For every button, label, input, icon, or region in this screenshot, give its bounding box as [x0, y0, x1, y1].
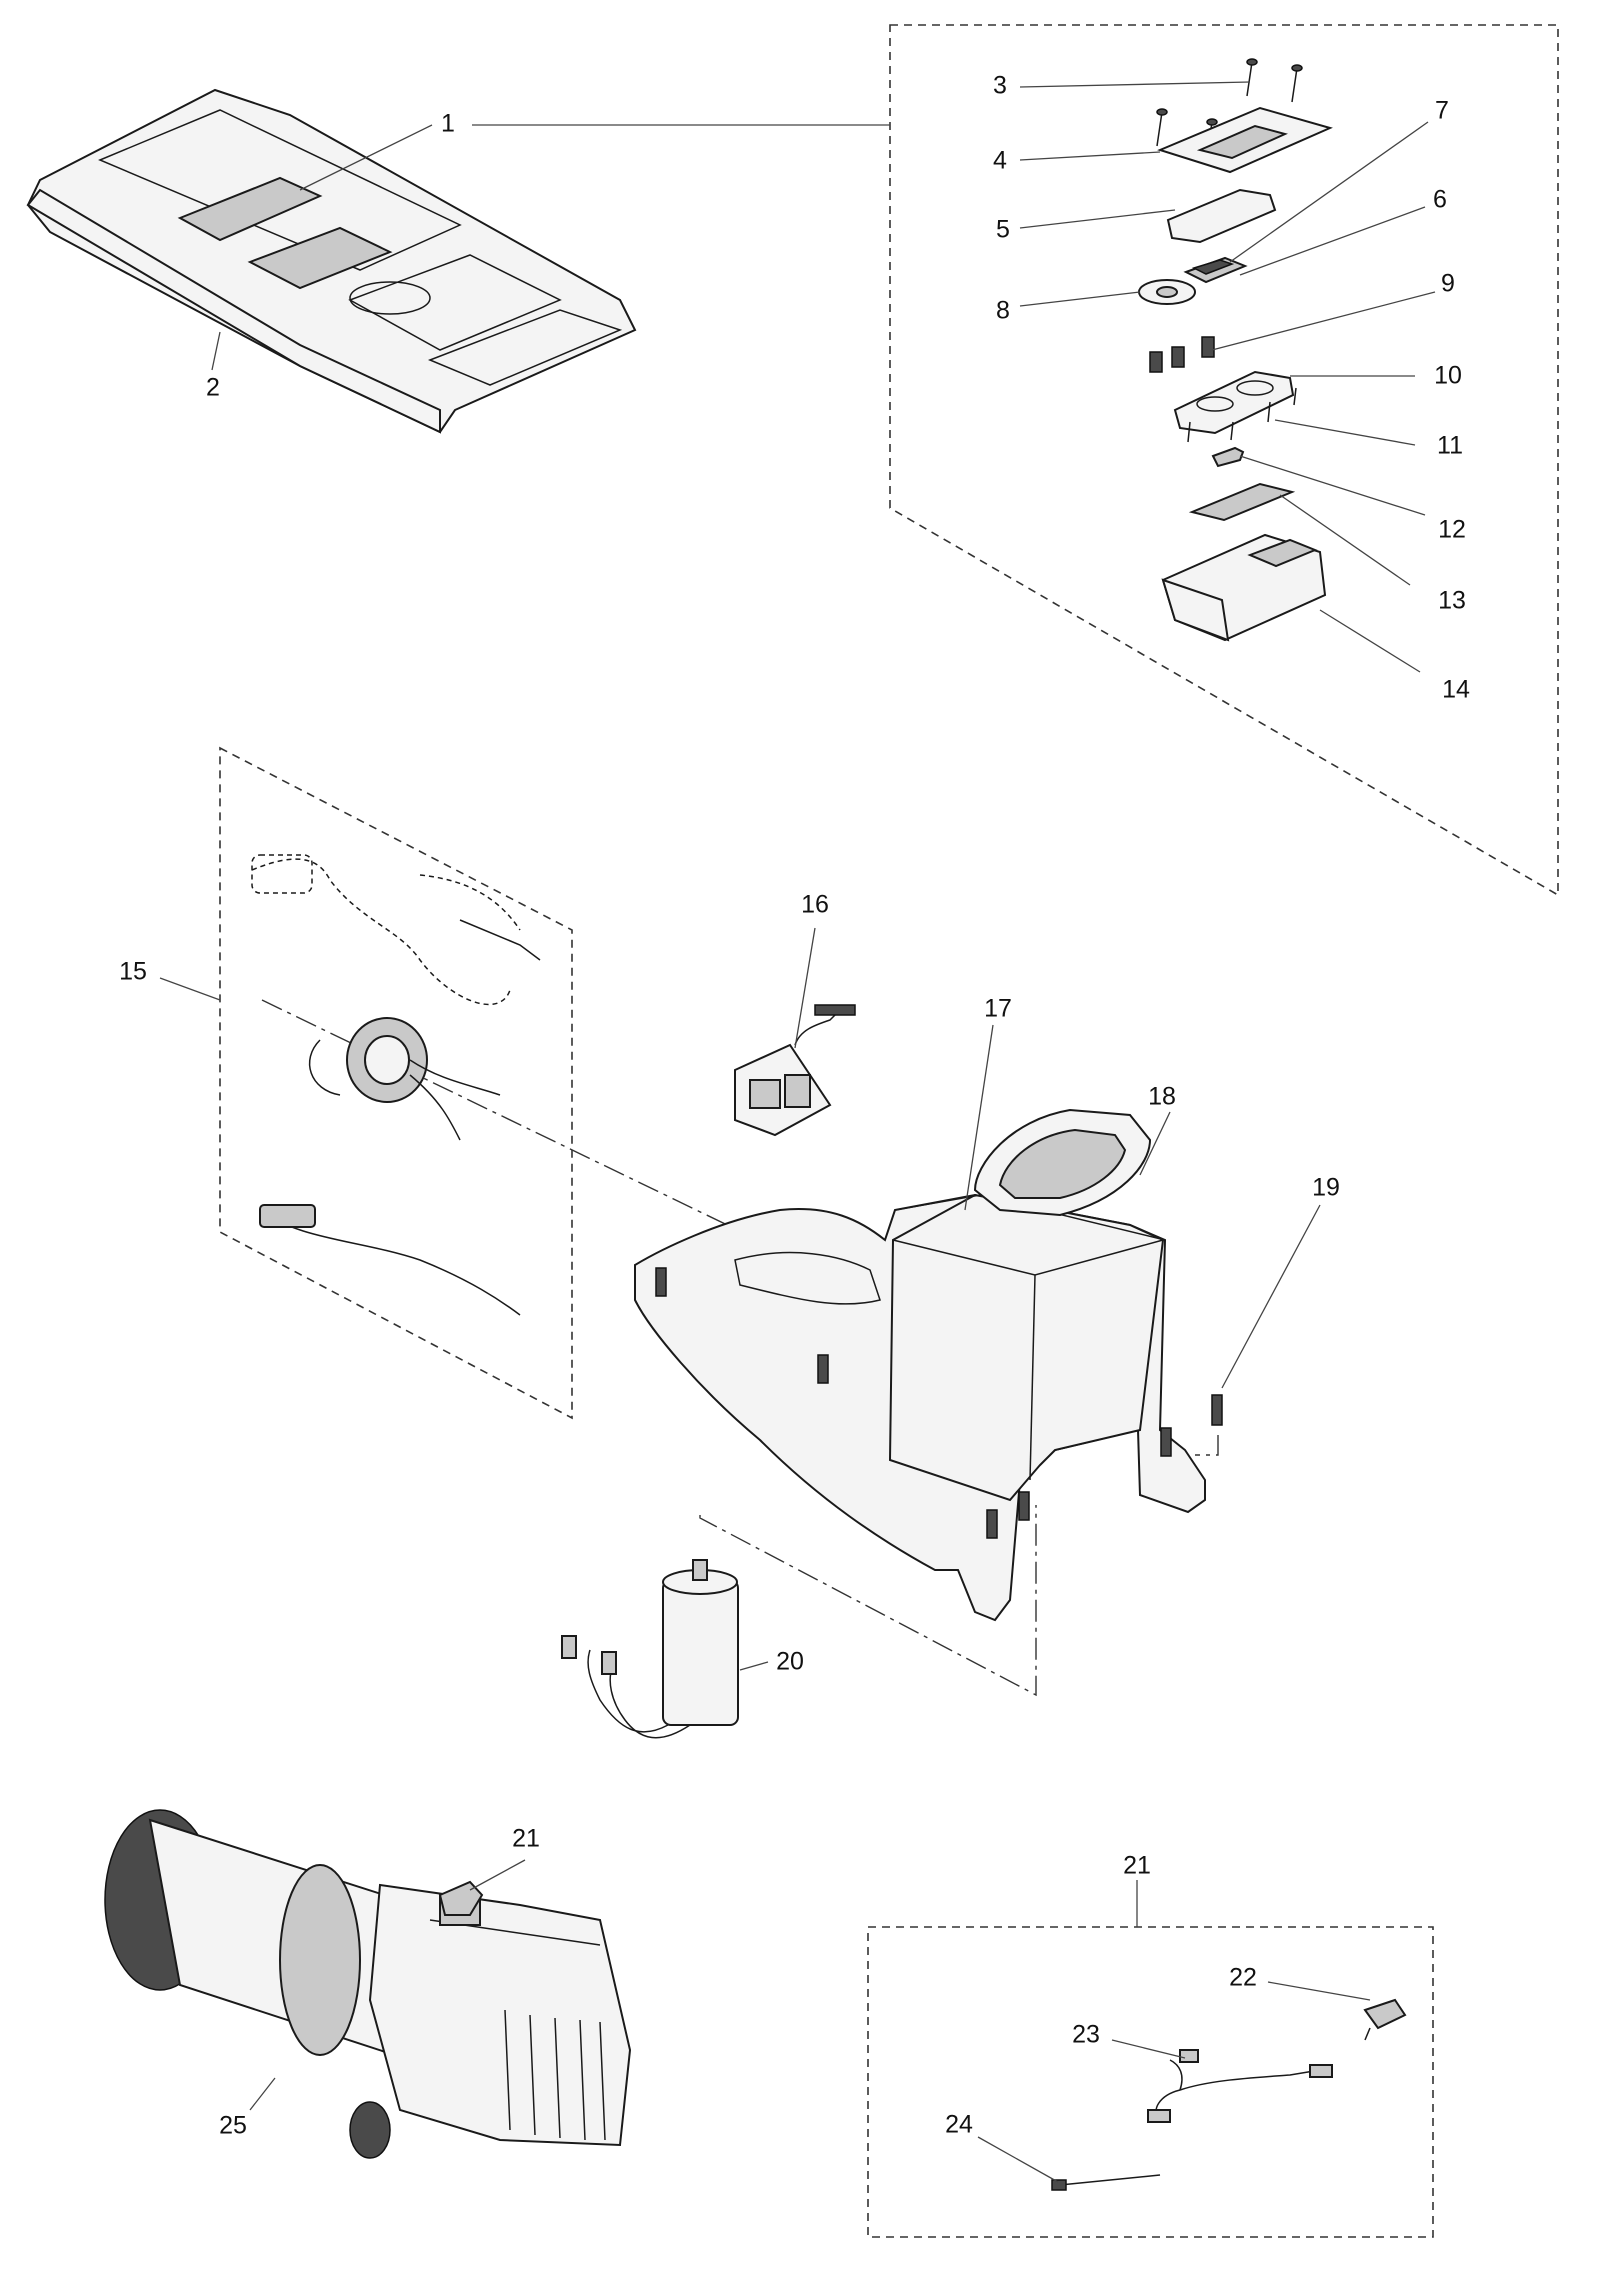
springs-9	[1149, 336, 1215, 373]
microswitch-22	[1363, 1998, 1407, 2041]
capacitor-20	[561, 1559, 739, 1739]
wire-24	[1051, 2174, 1161, 2191]
callout-14: 14	[1442, 675, 1470, 704]
guide-line-screw-right	[1195, 1435, 1219, 1456]
callout-6: 6	[1433, 185, 1447, 214]
pcb-16	[734, 1004, 856, 1137]
callout-8: 8	[996, 296, 1010, 325]
callout-7: 7	[1435, 96, 1449, 125]
callout-17: 17	[984, 994, 1012, 1023]
handle-cover-part	[26, 88, 637, 434]
callout-22: 22	[1229, 1963, 1257, 1992]
callout-9: 9	[1441, 269, 1455, 298]
group-box-upper-right	[889, 24, 1559, 897]
callout-13: 13	[1438, 586, 1466, 615]
motor-25	[104, 1809, 632, 2159]
callout-24: 24	[945, 2110, 973, 2139]
guide-line-harness	[261, 999, 811, 1266]
harness-15	[251, 854, 541, 1316]
circuit-board-13	[1188, 482, 1296, 522]
clip-12	[1211, 446, 1245, 468]
leader-lines	[159, 81, 1436, 2183]
callout-12: 12	[1438, 515, 1466, 544]
callout-10: 10	[1434, 361, 1462, 390]
callout-20: 20	[776, 1647, 804, 1676]
switch-parts-6-7-8	[1138, 256, 1248, 305]
switch-housing-10	[1173, 370, 1295, 435]
callout-5: 5	[996, 215, 1010, 244]
callout-21-motor: 21	[512, 1824, 540, 1853]
callout-3: 3	[993, 71, 1007, 100]
group-box-left-harness	[219, 746, 573, 1420]
callout-1: 1	[441, 109, 455, 138]
callout-25: 25	[219, 2111, 247, 2140]
callout-4: 4	[993, 146, 1007, 175]
switch-box-14	[1161, 533, 1327, 642]
callout-19: 19	[1312, 1173, 1340, 1202]
gasket-plate-4	[1157, 106, 1333, 174]
callout-23: 23	[1072, 2020, 1100, 2049]
callout-16: 16	[801, 890, 829, 919]
guide-line-capacitor	[699, 1505, 1037, 1697]
group-box-lower-right	[867, 1926, 1434, 2238]
main-housing-17	[634, 1193, 1206, 1622]
connector-21	[438, 1880, 484, 1916]
switch-cap-5	[1166, 188, 1277, 244]
grommet-18	[973, 1108, 1152, 1217]
callout-2: 2	[206, 373, 220, 402]
screws-19	[655, 1267, 1223, 1539]
harness-23	[1147, 2049, 1333, 2123]
callout-21-kit: 21	[1123, 1851, 1151, 1880]
callout-15: 15	[119, 957, 147, 986]
callout-18: 18	[1148, 1082, 1176, 1111]
callout-11: 11	[1437, 431, 1463, 460]
screws-11	[1187, 387, 1297, 443]
